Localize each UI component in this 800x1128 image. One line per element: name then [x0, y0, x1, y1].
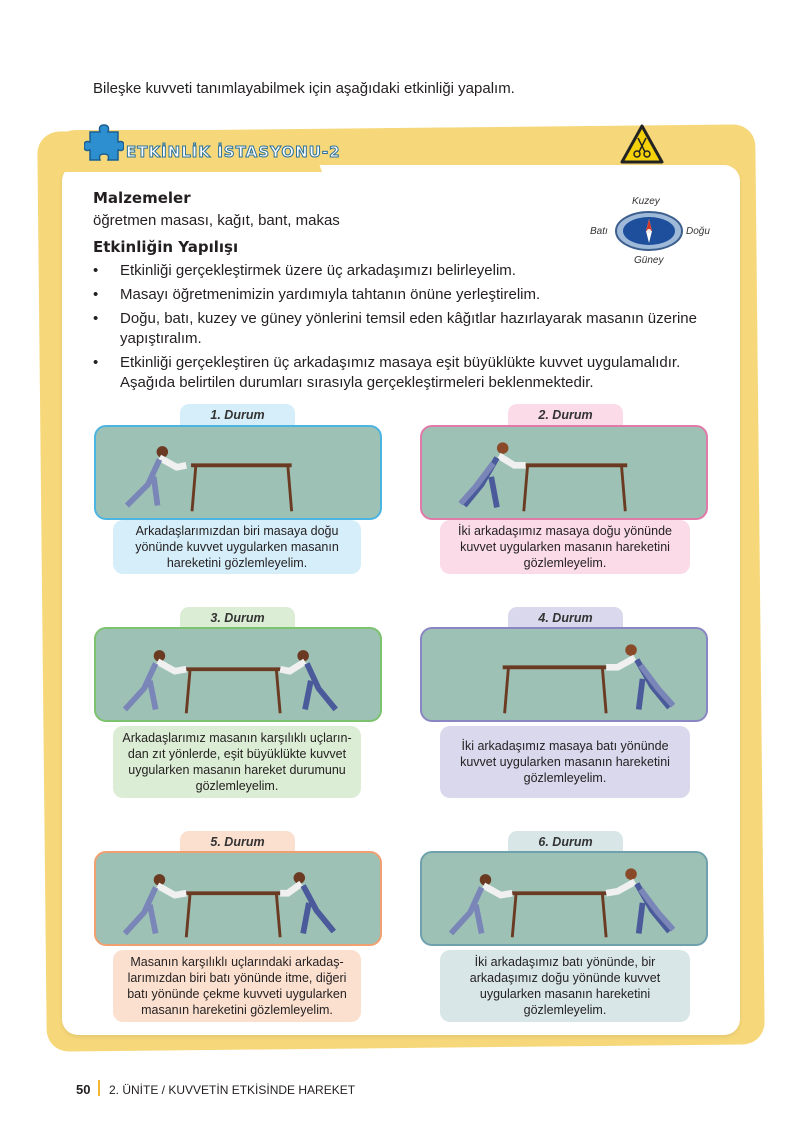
scenario-5-tag: 5. Durum: [180, 831, 295, 853]
station-title: ETKİNLİK İSTASYONU-2: [126, 143, 341, 162]
scenario-4-description: İki arkadaşımız masaya batı yönünde kuvv…: [440, 726, 690, 798]
station-header-tab: [62, 130, 322, 172]
scenario-4-illustration: [420, 627, 708, 722]
procedure-steps: Etkinliği gerçekleştirmek üzere üç arkad…: [93, 261, 713, 397]
scenario-3-description: Arkadaşlarımız masanın karşılıklı uçları…: [113, 726, 361, 798]
procedure-step: Masayı öğretmenimizin yardımıyla tahtanı…: [93, 285, 713, 305]
scenario-1-description: Arkadaşlarımızdan biri masaya doğu yönün…: [113, 520, 361, 574]
scenario-1-illustration: [94, 425, 382, 520]
scenario-1-tag: 1. Durum: [180, 404, 295, 426]
puzzle-icon: [84, 124, 124, 161]
footer-unit-title: 2. ÜNİTE / KUVVETİN ETKİSİNDE HAREKET: [109, 1083, 356, 1097]
procedure-step: Etkinliği gerçekleştirmek üzere üç arkad…: [93, 261, 713, 281]
compass-south-label: Güney: [634, 255, 664, 266]
scenario-3-tag: 3. Durum: [180, 607, 295, 629]
compass-west-label: Batı: [590, 226, 608, 237]
scenario-6-description: İki arkadaşımız batı yönünde, bir arkada…: [440, 950, 690, 1022]
scenario-2-image: [458, 442, 628, 512]
scenario-6-illustration: [420, 851, 708, 946]
scenario-6-image: [448, 868, 676, 938]
scenario-2-tag: 2. Durum: [508, 404, 623, 426]
procedure-step: Etkinliği gerçekleştiren üç arkadaşımız …: [93, 353, 713, 393]
intro-text: Bileşke kuvveti tanımlayabilmek için aşa…: [93, 80, 515, 97]
scenario-5-image: [122, 872, 337, 938]
scenario-5-illustration: [94, 851, 382, 946]
scenario-3-illustration: [94, 627, 382, 722]
page-number: 50: [76, 1082, 91, 1097]
scenario-5-description: Masanın karşılıklı uçlarındaki arkadaş­l…: [113, 950, 361, 1022]
procedure-heading: Etkinliğin Yapılışı: [93, 238, 239, 256]
scenario-4-tag: 4. Durum: [508, 607, 623, 629]
materials-heading: Malzemeler: [93, 189, 191, 207]
footer-divider: [98, 1080, 100, 1096]
scenario-3-image: [122, 650, 338, 714]
scenario-1-image: [124, 446, 294, 512]
scenario-2-description: İki arkadaşımız masaya doğu yönünde kuvv…: [440, 520, 690, 574]
compass-icon: [615, 211, 683, 251]
materials-text: öğretmen masası, kağıt, bant, makas: [93, 212, 340, 229]
scenario-2-illustration: [420, 425, 708, 520]
compass: Kuzey Batı Doğu Güney: [586, 192, 716, 270]
compass-north-label: Kuzey: [632, 196, 660, 207]
scissors-warning-icon: [620, 124, 664, 164]
scenario-4-image: [502, 644, 676, 714]
procedure-step: Doğu, batı, kuzey ve güney yönlerini tem…: [93, 309, 713, 349]
compass-east-label: Doğu: [686, 226, 710, 237]
scenario-6-tag: 6. Durum: [508, 831, 623, 853]
